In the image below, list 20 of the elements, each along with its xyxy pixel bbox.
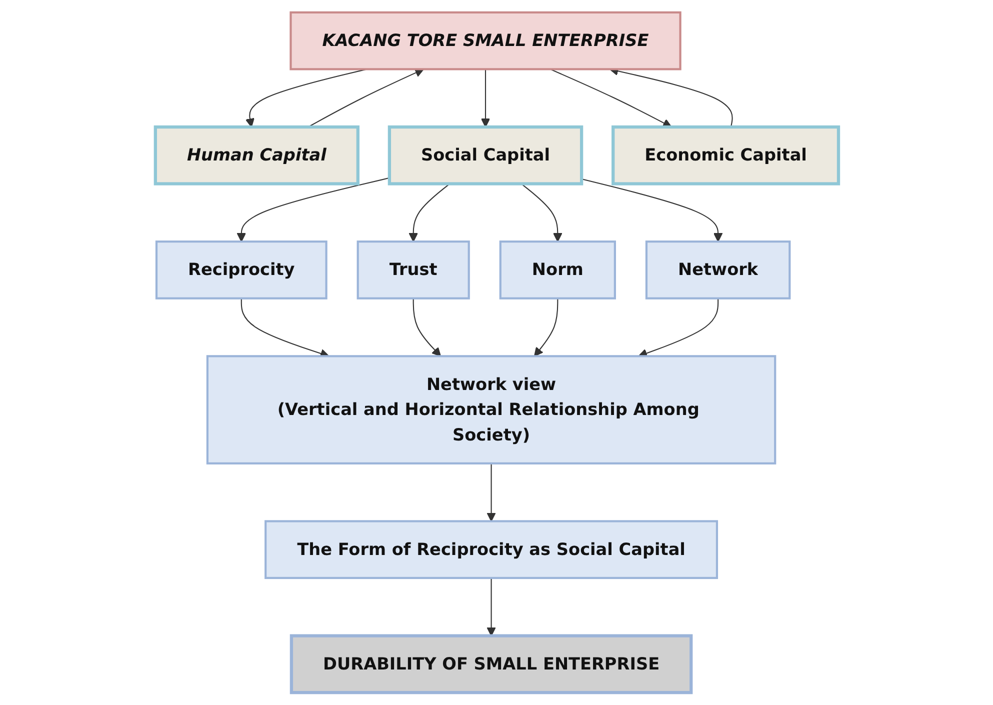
node-box: Social Capital xyxy=(387,125,583,186)
arrow xyxy=(520,183,562,242)
arrow xyxy=(580,178,722,242)
arrow xyxy=(408,183,450,242)
node-box: The Form of Reciprocity as Social Capital xyxy=(264,520,718,580)
node-box: Network xyxy=(644,240,790,300)
node-box: Norm xyxy=(498,240,616,300)
arrow xyxy=(412,298,441,357)
node-box: Human Capital xyxy=(153,125,360,186)
node-box: Economic Capital xyxy=(611,125,840,186)
arrow xyxy=(236,177,390,242)
arrow xyxy=(534,298,558,357)
node-box: Network view (Vertical and Horizontal Relationship Among Society) xyxy=(206,355,776,464)
node-box: Trust xyxy=(356,240,470,300)
node-box: DURABILITY OF SMALL ENTERPRISE xyxy=(289,634,692,694)
arrow xyxy=(486,463,496,522)
arrow xyxy=(480,69,490,128)
node-box: Reciprocity xyxy=(154,240,327,300)
arrow xyxy=(486,578,496,636)
node-box: KACANG TORE SMALL ENTERPRISE xyxy=(289,11,681,70)
